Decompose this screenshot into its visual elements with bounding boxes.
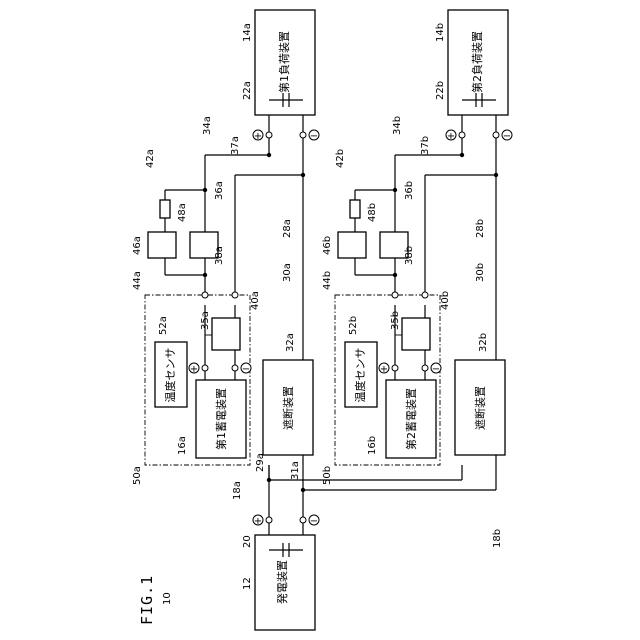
ref-label: 50a (132, 466, 143, 485)
plus-mark: + (254, 516, 262, 527)
ref-label: 28b (475, 219, 486, 238)
ref-label: 32b (478, 333, 489, 352)
plus-mark: + (380, 364, 388, 375)
ref-label: 34b (392, 116, 403, 135)
ref-label: 32a (285, 333, 296, 352)
storage1-label: 第1蓄電装置 (214, 388, 228, 450)
ref-label: 46a (132, 236, 143, 255)
minus-mark: − (432, 364, 440, 375)
ref-label: 34a (202, 116, 213, 135)
storage2-label: 第2蓄電装置 (404, 388, 418, 450)
ref-label: 16b (367, 436, 378, 455)
ref-label: 37a (230, 136, 241, 155)
generator-label: 発電装置 (275, 560, 289, 604)
ref-label: 35a (200, 311, 211, 330)
figure-title: FIG.1 10 (138, 575, 173, 625)
ref-label: 22a (242, 81, 253, 100)
ref-label: 18a (232, 481, 243, 500)
figure-number: 10 (162, 592, 173, 605)
ref-label: 20 (242, 535, 253, 548)
ref-label: 30b (475, 263, 486, 282)
ref-label: 30a (282, 263, 293, 282)
plus-mark: + (254, 131, 262, 142)
ref-label: 14b (435, 23, 446, 42)
minus-mark: − (242, 364, 250, 375)
ref-label: 48b (367, 203, 378, 222)
cutoff-b-block: 遮断装置 (455, 360, 505, 455)
ref-label: 12 (242, 577, 253, 590)
load1-label: 第1負荷装置 (277, 31, 291, 93)
ref-label: 36b (404, 181, 415, 200)
cutoff-a-label: 遮断装置 (281, 386, 295, 430)
ref-label: 42b (335, 149, 346, 168)
ref-label: 46b (322, 236, 333, 255)
ref-label: 40b (440, 291, 451, 310)
minus-mark: − (310, 516, 318, 527)
ref-label: 52a (158, 316, 169, 335)
plus-mark: + (190, 364, 198, 375)
figure-title-text: FIG.1 (138, 575, 156, 625)
ref-label: 44a (132, 271, 143, 290)
plus-mark: + (447, 131, 455, 142)
ref-label: 50b (322, 466, 333, 485)
ref-label: 42a (145, 149, 156, 168)
cutoff-a-block: 遮断装置 (263, 360, 313, 455)
load2-block: 第2負荷装置 (448, 10, 508, 115)
load1-block: 第1負荷装置 (255, 10, 315, 115)
ref-label: 31a (290, 461, 301, 480)
ref-label: 28a (282, 219, 293, 238)
sensor-a-label: 温度センサ (163, 348, 177, 403)
ref-label: 29a (255, 453, 266, 472)
ref-label: 44b (322, 271, 333, 290)
ref-label: 35b (390, 311, 401, 330)
ref-label: 38b (404, 246, 415, 265)
ref-label: 36a (214, 181, 225, 200)
minus-mark: − (503, 131, 511, 142)
ref-label: 22b (435, 81, 446, 100)
ref-label: 37b (420, 136, 431, 155)
ref-label: 14a (242, 23, 253, 42)
load2-label: 第2負荷装置 (470, 31, 484, 93)
ref-label: 40a (250, 291, 261, 310)
cutoff-b-label: 遮断装置 (473, 386, 487, 430)
minus-mark: − (310, 131, 318, 142)
ref-label: 16a (177, 436, 188, 455)
ref-label: 48a (177, 203, 188, 222)
ref-label: 38a (214, 246, 225, 265)
sensor-b-label: 温度センサ (353, 348, 367, 403)
ref-label: 52b (348, 316, 359, 335)
generator-block: 発電装置 (255, 535, 315, 630)
ref-label: 18b (492, 529, 503, 548)
